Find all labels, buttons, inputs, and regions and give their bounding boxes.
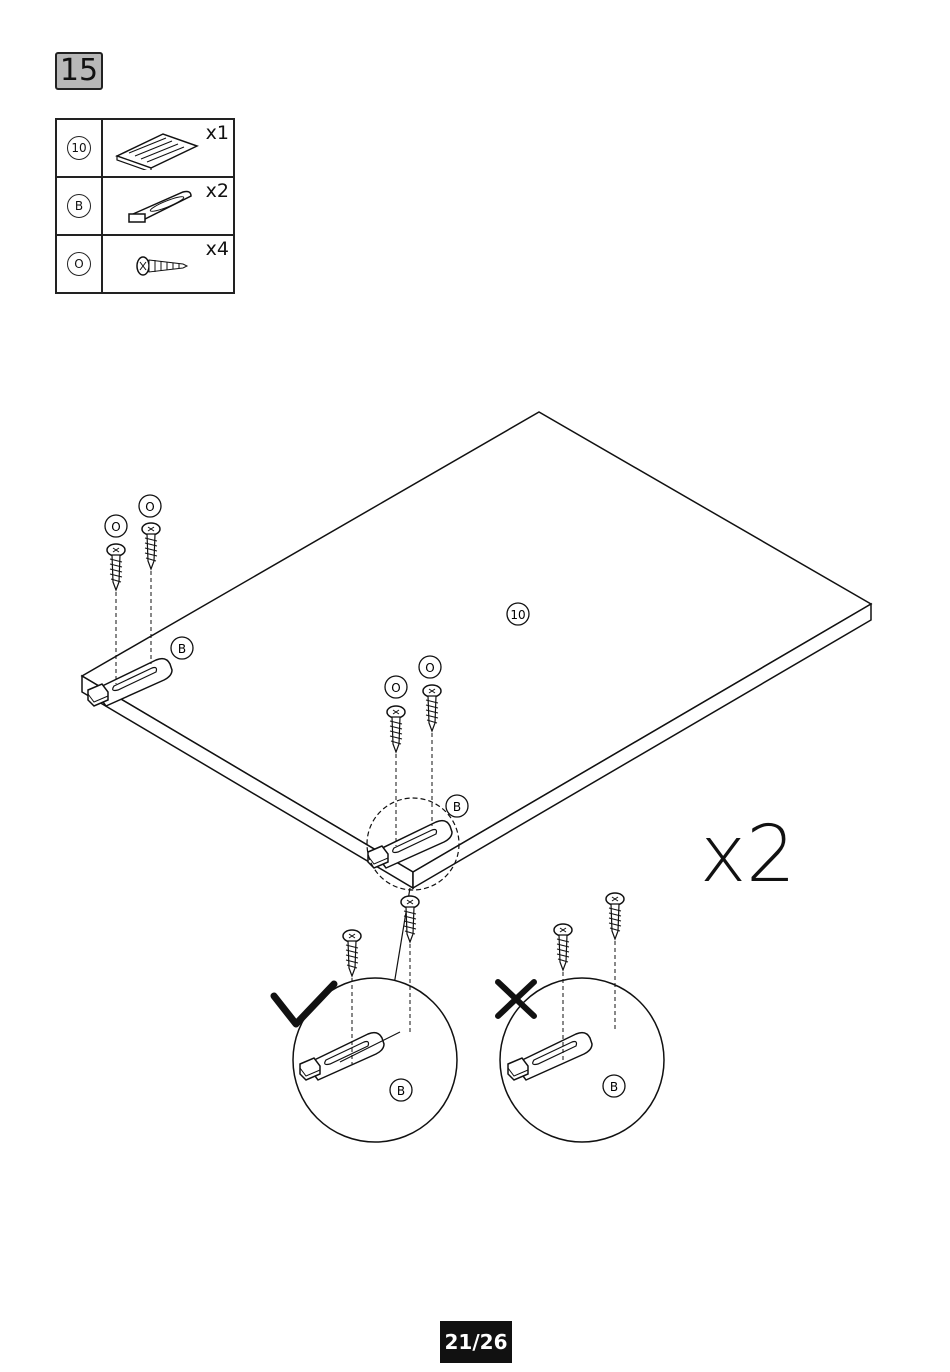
incorrect-detail: B [500,893,664,1142]
panel-label: 10 [507,603,529,625]
svg-text:O: O [111,520,120,534]
screw-left-2-label: O [139,495,161,517]
screw-mid-1-label: O [385,676,407,698]
svg-text:B: B [453,800,461,814]
svg-text:B: B [610,1080,618,1094]
svg-text:O: O [425,661,434,675]
svg-text:10: 10 [510,608,525,622]
screw-left-1-label: O [105,515,127,537]
screw-left-2 [142,523,160,569]
bracket-right-label: B [446,795,468,817]
svg-text:B: B [178,642,186,656]
svg-text:B: B [397,1084,405,1098]
repeat-count: x2 [700,810,796,900]
bracket-left-label: B [171,637,193,659]
svg-text:O: O [391,681,400,695]
page-number: 21/26 [440,1321,512,1363]
screw-mid-2-label: O [419,656,441,678]
svg-text:O: O [145,500,154,514]
screw-left-1 [107,544,125,590]
correct-detail: B [293,896,457,1142]
